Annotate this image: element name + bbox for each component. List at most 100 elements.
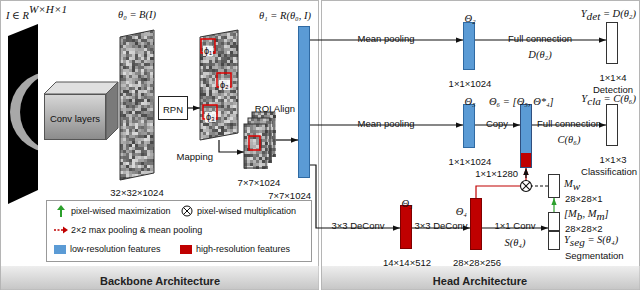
noise-cell bbox=[224, 114, 227, 117]
feature-bar: Θ₃14×14×512 bbox=[400, 205, 412, 249]
noise-cell bbox=[141, 105, 144, 108]
noise-cell bbox=[135, 144, 138, 147]
noise-cell bbox=[129, 63, 132, 66]
noise-cell bbox=[126, 87, 129, 90]
noise-cell bbox=[218, 42, 221, 45]
noise-cell bbox=[221, 102, 224, 105]
noise-cell bbox=[262, 145, 265, 148]
noise-cell bbox=[150, 54, 153, 57]
noise-cell bbox=[233, 66, 236, 69]
noise-cell bbox=[233, 75, 236, 78]
noise-cell bbox=[227, 54, 230, 57]
noise-cell bbox=[233, 108, 236, 111]
noise-cell bbox=[227, 66, 230, 69]
noise-cell bbox=[221, 132, 224, 135]
node-text: 32×32×1024 bbox=[110, 187, 163, 198]
noise-cell bbox=[203, 87, 206, 90]
noise-cell bbox=[230, 96, 233, 99]
noise-cell bbox=[126, 63, 129, 66]
noise-cell bbox=[135, 72, 138, 75]
map-outline bbox=[200, 30, 238, 140]
noise-cell bbox=[132, 129, 135, 132]
noise-cell bbox=[206, 72, 209, 75]
noise-cell bbox=[147, 51, 150, 54]
noise-cell bbox=[233, 135, 236, 138]
noise-cell bbox=[126, 126, 129, 129]
noise-cell bbox=[144, 171, 147, 174]
noise-cell bbox=[132, 153, 135, 156]
noise-cell bbox=[123, 30, 126, 33]
noise-cell bbox=[203, 63, 206, 66]
noise-cell bbox=[144, 54, 147, 57]
noise-cell bbox=[135, 99, 138, 102]
noise-cell bbox=[141, 99, 144, 102]
noise-cell bbox=[221, 54, 224, 57]
noise-cell bbox=[209, 60, 212, 63]
noise-cell bbox=[150, 117, 153, 120]
noise-cell bbox=[141, 96, 144, 99]
noise-cell bbox=[218, 108, 221, 111]
noise-cell bbox=[126, 78, 129, 81]
noise-cell bbox=[123, 165, 126, 168]
noise-cell bbox=[230, 93, 233, 96]
noise-cell bbox=[203, 30, 206, 33]
noise-cell bbox=[218, 138, 221, 141]
noise-cell bbox=[141, 177, 144, 180]
noise-cell bbox=[147, 48, 150, 51]
noise-cell bbox=[141, 126, 144, 129]
noise-cell bbox=[132, 96, 135, 99]
noise-cell bbox=[230, 33, 233, 36]
noise-cell bbox=[233, 81, 236, 84]
noise-cell bbox=[141, 39, 144, 42]
noise-cell bbox=[230, 51, 233, 54]
noise-cell bbox=[129, 132, 132, 135]
noise-cell bbox=[206, 30, 209, 33]
noise-cell bbox=[247, 157, 250, 160]
legend-frame bbox=[47, 201, 312, 262]
noise-cell bbox=[132, 126, 135, 129]
node-text: 1×1×3 bbox=[600, 154, 627, 165]
noise-cell bbox=[138, 108, 141, 111]
noise-cell bbox=[221, 108, 224, 111]
noise-cell bbox=[147, 69, 150, 72]
roi-layer-outline bbox=[244, 124, 266, 168]
noise-cell bbox=[150, 162, 153, 165]
noise-cell bbox=[147, 99, 150, 102]
noise-cell bbox=[230, 42, 233, 45]
node-text: θ₁ = R(θ₀, I) bbox=[259, 10, 311, 21]
noise-cell bbox=[221, 138, 224, 141]
node-text: 28×28×256 bbox=[453, 257, 501, 268]
noise-cell bbox=[144, 75, 147, 78]
formula-part: Y bbox=[564, 234, 570, 245]
noise-cell bbox=[132, 114, 135, 117]
noise-cell bbox=[144, 141, 147, 144]
noise-cell bbox=[147, 165, 150, 168]
noise-cell bbox=[141, 132, 144, 135]
noise-cell bbox=[233, 102, 236, 105]
noise-cell bbox=[150, 93, 153, 96]
noise-cell bbox=[123, 84, 126, 87]
noise-cell bbox=[132, 72, 135, 75]
noise-cell bbox=[147, 129, 150, 132]
noise-cell bbox=[129, 30, 132, 33]
edge-label: ROI Align bbox=[255, 103, 295, 114]
noise-cell bbox=[233, 129, 236, 132]
noise-cell bbox=[256, 157, 259, 160]
noise-cell bbox=[212, 129, 215, 132]
noise-cell bbox=[227, 33, 230, 36]
noise-cell bbox=[138, 48, 141, 51]
noise-cell bbox=[230, 135, 233, 138]
noise-cell bbox=[132, 105, 135, 108]
noise-cell bbox=[129, 141, 132, 144]
noise-cell bbox=[132, 111, 135, 114]
noise-cell bbox=[129, 174, 132, 177]
noise-cell bbox=[206, 129, 209, 132]
noise-cell bbox=[129, 144, 132, 147]
noise-cell bbox=[256, 160, 259, 163]
noise-cell bbox=[206, 84, 209, 87]
noise-cell bbox=[147, 33, 150, 36]
noise-cell bbox=[147, 78, 150, 81]
noise-cell bbox=[144, 138, 147, 141]
noise-cell bbox=[141, 159, 144, 162]
noise-cell bbox=[227, 75, 230, 78]
